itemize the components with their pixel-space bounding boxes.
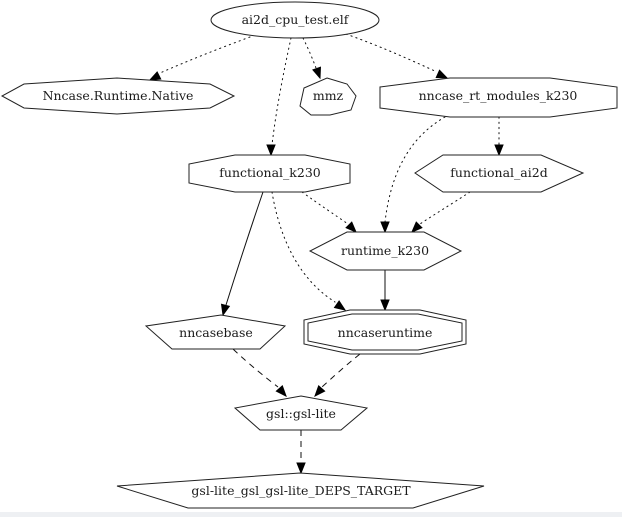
node-runtime-k230[interactable]: runtime_k230: [308, 231, 463, 271]
node-ai2d-cpu-test[interactable]: ai2d_cpu_test.elf: [210, 1, 380, 39]
arrowhead: [411, 221, 423, 233]
edge-ai2d-cpu-test-to-nncase-runtime-native: [148, 36, 251, 81]
node-label: gsl-lite_gsl_gsl-lite_DEPS_TARGET: [191, 483, 411, 498]
edge-line: [232, 348, 279, 388]
arrowhead: [435, 69, 449, 79]
node-label: functional_k230: [219, 165, 321, 180]
edge-line: [225, 191, 264, 306]
edge-line: [159, 36, 251, 74]
arrowhead: [220, 303, 231, 317]
ellipse-shape: [210, 1, 380, 39]
edge-line: [419, 191, 471, 225]
node-functional-k230[interactable]: functional_k230: [188, 154, 351, 193]
octagon-shape: [379, 77, 618, 118]
edges-layer: [148, 33, 504, 475]
node-nncase-runtime-native[interactable]: Nncase.Runtime.Native: [0, 77, 236, 115]
arrowhead: [380, 221, 390, 234]
edge-line: [302, 37, 317, 69]
edge-gsl-gsl-lite-to-gsl-lite-deps-target: [296, 430, 306, 475]
node-label: nncasebase: [179, 325, 253, 340]
edge-ai2d-cpu-test-to-nncase-rt-modules-k230: [345, 33, 449, 79]
arrowhead: [266, 144, 276, 157]
octagon-shape: [188, 154, 351, 193]
node-functional-ai2d[interactable]: functional_ai2d: [414, 154, 585, 193]
edge-line: [384, 116, 446, 223]
node-gsl-gsl-lite[interactable]: gsl::gsl-lite: [233, 395, 369, 431]
edge-nncaseruntime-to-gsl-gsl-lite: [314, 353, 361, 398]
arrowhead: [314, 385, 326, 398]
hexagon-shape: [0, 77, 236, 115]
hexagon-shape: [116, 472, 485, 509]
node-nncasebase[interactable]: nncasebase: [144, 314, 287, 350]
hexagon-shape: [414, 154, 585, 193]
edge-functional-k230-to-nncaseruntime: [271, 191, 347, 311]
node-label: Nncase.Runtime.Native: [43, 88, 194, 103]
bottom-strip: [0, 512, 622, 517]
edge-ai2d-cpu-test-to-functional-k230: [266, 37, 292, 157]
node-label: nncase_rt_modules_k230: [419, 88, 578, 103]
arrowhead: [494, 144, 504, 157]
arrowhead: [148, 71, 162, 81]
edge-runtime-k230-to-nncaseruntime: [380, 270, 390, 312]
edge-functional-k230-to-nncasebase: [220, 191, 264, 317]
node-gsl-lite-deps-target[interactable]: gsl-lite_gsl_gsl-lite_DEPS_TARGET: [116, 472, 485, 509]
edge-line: [301, 191, 349, 225]
node-nncase-rt-modules-k230[interactable]: nncase_rt_modules_k230: [379, 77, 618, 118]
node-label: mmz: [313, 88, 344, 103]
edge-nncase-rt-modules-k230-to-runtime-k230: [380, 116, 446, 234]
arrowhead: [345, 221, 357, 233]
node-nncaseruntime[interactable]: nncaseruntime: [303, 309, 467, 355]
edge-functional-ai2d-to-runtime-k230: [411, 191, 471, 233]
edge-functional-k230-to-runtime-k230: [301, 191, 357, 233]
node-label: gsl::gsl-lite: [266, 406, 336, 421]
arrowhead: [312, 66, 322, 80]
node-label: ai2d_cpu_test.elf: [242, 12, 350, 27]
edge-line: [321, 353, 361, 388]
edge-ai2d-cpu-test-to-mmz: [302, 37, 322, 80]
arrowhead: [333, 300, 347, 311]
nodes-layer: ai2d_cpu_test.elf Nncase.Runtime.Native …: [0, 1, 618, 509]
edge-line: [271, 37, 292, 146]
node-label: runtime_k230: [341, 243, 429, 258]
node-label: functional_ai2d: [450, 165, 547, 180]
edge-nncasebase-to-gsl-gsl-lite: [232, 348, 287, 398]
arrowhead: [380, 299, 390, 312]
edge-line: [271, 191, 336, 303]
node-label: nncaseruntime: [338, 325, 433, 340]
pentagon-shape: [233, 395, 369, 431]
edge-line: [345, 33, 438, 73]
node-mmz[interactable]: mmz: [299, 77, 357, 116]
edge-nncase-rt-modules-k230-to-functional-ai2d: [494, 116, 504, 157]
arrowhead: [296, 462, 306, 475]
double-octagon-inner: [307, 313, 463, 351]
hexagon-shape: [308, 231, 463, 271]
arrowhead: [275, 385, 287, 398]
pentagon-shape: [144, 314, 287, 350]
septagon-shape: [299, 77, 357, 116]
